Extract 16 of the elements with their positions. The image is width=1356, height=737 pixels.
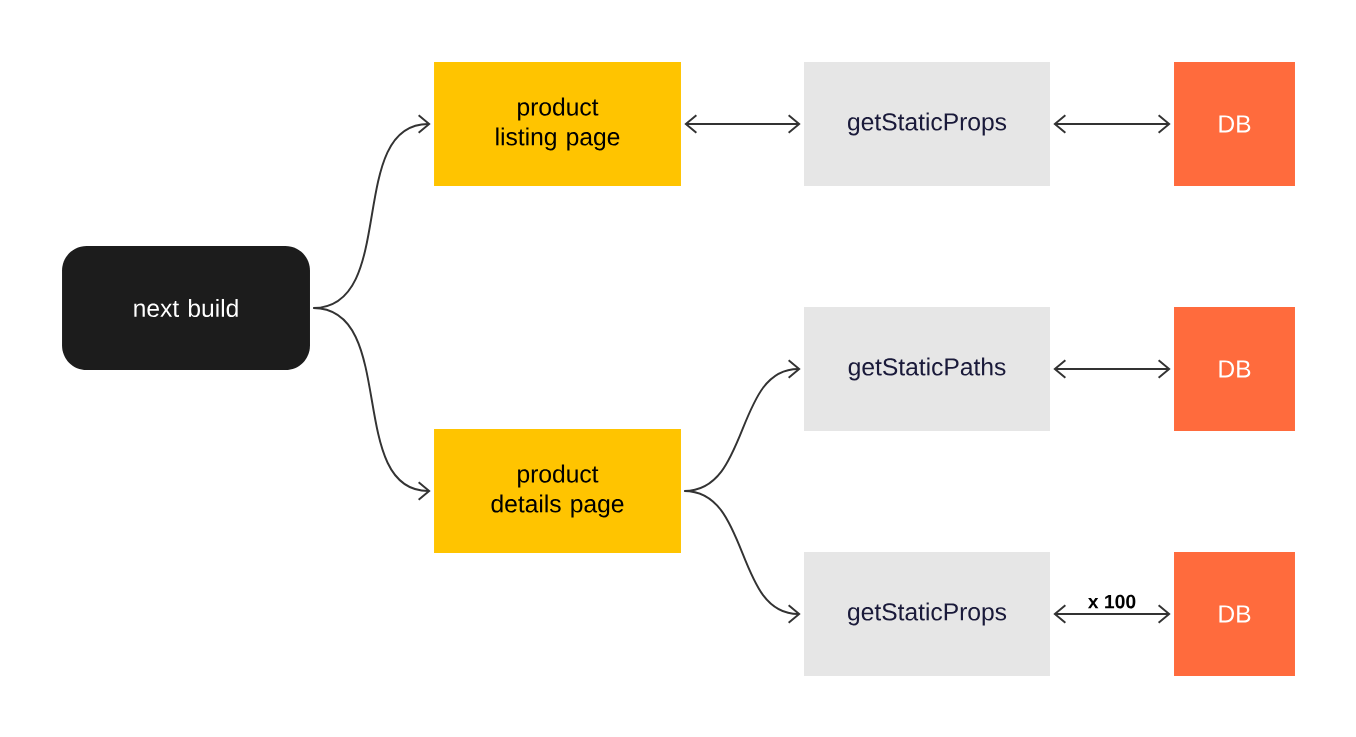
arrow xyxy=(684,114,801,134)
function-box: getStaticPaths xyxy=(804,307,1050,431)
function-box: getStaticProps xyxy=(804,552,1050,676)
arrow xyxy=(312,307,431,501)
terminal-box: next build xyxy=(62,246,310,370)
function-box: getStaticProps xyxy=(804,62,1050,186)
arrow xyxy=(1053,604,1171,624)
database-box: DB xyxy=(1174,307,1295,431)
arrow xyxy=(1053,114,1171,134)
edge-label: x 100 xyxy=(1086,592,1138,611)
arrow xyxy=(1053,359,1171,379)
page-box: product listing page xyxy=(434,62,681,186)
arrow xyxy=(683,490,801,624)
database-box: DB xyxy=(1174,62,1295,186)
page-box: product details page xyxy=(434,429,681,553)
database-box: DB xyxy=(1174,552,1295,676)
